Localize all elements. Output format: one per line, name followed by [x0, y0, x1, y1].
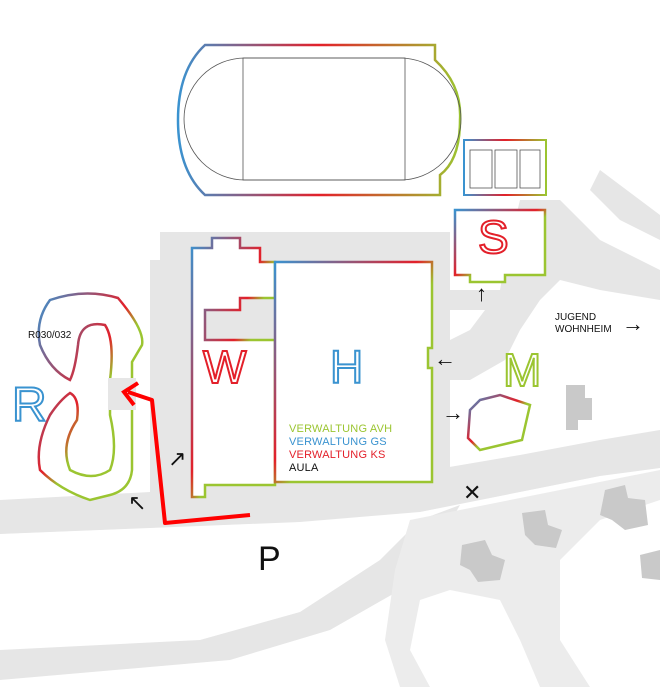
legend-gs: VERWALTUNG GS	[289, 436, 387, 448]
route-line	[127, 390, 251, 525]
building-m-outline	[466, 393, 532, 452]
building-w-label: W	[202, 340, 247, 394]
location-marker-x: ✕	[463, 480, 482, 505]
room-label: R030/032	[28, 330, 72, 341]
parking-label: P	[258, 540, 281, 578]
arrow-up-right-icon: ↗	[168, 446, 187, 471]
building-s-outline	[453, 208, 547, 284]
houses	[460, 385, 660, 582]
legend-ks: VERWALTUNG KS	[289, 449, 386, 461]
track	[183, 57, 462, 181]
building-r-outline	[37, 292, 144, 502]
wohnheim-text: WOHNHEIM	[555, 324, 612, 335]
route-arrowhead	[121, 381, 140, 407]
building-w-outline	[190, 236, 277, 499]
arrow-left-icon: ←	[434, 346, 456, 371]
legend-avh: VERWALTUNG AVH	[289, 423, 393, 435]
building-m-label: M	[502, 343, 542, 397]
sports-field	[176, 43, 462, 197]
building-h-outline	[273, 260, 434, 484]
building-h-label: H	[329, 340, 364, 394]
jugend-text: JUGEND	[555, 312, 597, 323]
building-r-label: R	[11, 378, 48, 433]
arrow-up-icon: ↑	[476, 281, 487, 306]
courts	[463, 139, 547, 196]
arrow-up-left-icon: ↖	[128, 490, 147, 515]
legend: VERWALTUNG AVH VERWALTUNG GS VERWALTUNG …	[289, 423, 392, 475]
legend-aula: AULA	[289, 462, 319, 474]
building-s-label: S	[477, 210, 510, 264]
jugendwohnheim-label: JUGEND WOHNHEIM	[555, 312, 612, 336]
arrow-right-m-icon: →	[442, 400, 464, 425]
arrow-right-icon: →	[622, 311, 644, 336]
